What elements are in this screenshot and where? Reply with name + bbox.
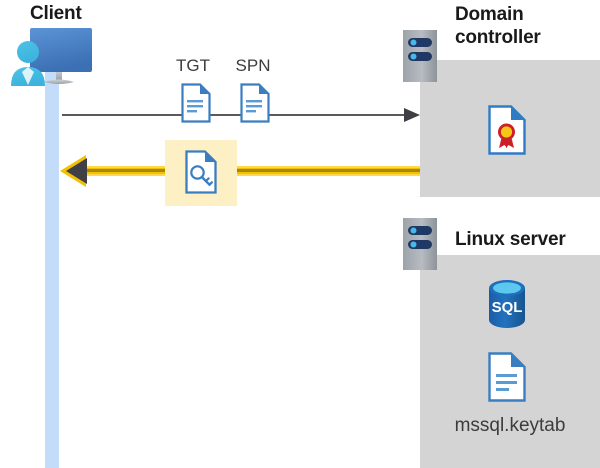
sql-icon-label: SQL xyxy=(492,299,523,316)
client-workstation-icon xyxy=(8,22,104,94)
certificate-document-icon xyxy=(488,105,526,155)
linux-server-title: Linux server xyxy=(455,229,566,250)
response-arrow-head xyxy=(66,158,87,184)
linux-server-icon xyxy=(403,218,437,270)
spn-label: SPN xyxy=(235,56,271,75)
client-lifeline xyxy=(45,70,59,468)
tgt-label: TGT xyxy=(176,56,210,75)
sql-database-icon: SQL xyxy=(484,278,530,330)
request-arrow-line xyxy=(62,114,412,116)
domain-controller-server-icon xyxy=(403,30,437,82)
spn-document-icon xyxy=(240,83,270,123)
keytab-document-icon xyxy=(488,352,526,402)
request-arrow-head xyxy=(404,108,420,122)
service-ticket-key-document-icon xyxy=(185,150,217,194)
client-title: Client xyxy=(30,3,82,24)
tgt-document-icon xyxy=(181,83,211,123)
domain-controller-title: Domain controller xyxy=(455,4,541,48)
keytab-filename-label: mssql.keytab xyxy=(454,415,566,436)
response-arrow-core xyxy=(78,169,420,172)
